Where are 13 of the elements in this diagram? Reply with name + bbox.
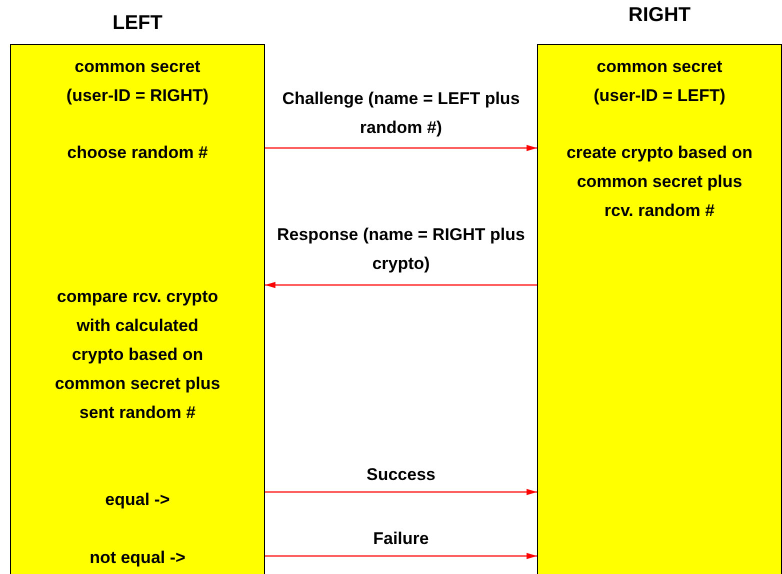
column-heading: LEFT: [112, 12, 164, 35]
arrow: [265, 282, 537, 288]
arrow: [265, 144, 537, 152]
step-text: create crypto based on common secret plus rcv. random #: [565, 142, 754, 222]
step-text: choose random #: [66, 142, 209, 164]
step-text: compare rcv. crypto with calculated crypto based on common secret plus sent random #: [54, 286, 222, 424]
arrow: [265, 488, 537, 496]
step-text: common secret (user-ID = LEFT): [592, 56, 726, 107]
step-text: common secret (user-ID = RIGHT): [65, 56, 210, 107]
arrow: [265, 552, 537, 560]
step-text: not equal ->: [88, 547, 186, 569]
column-heading: RIGHT: [627, 4, 692, 27]
step-text: equal ->: [104, 489, 171, 511]
